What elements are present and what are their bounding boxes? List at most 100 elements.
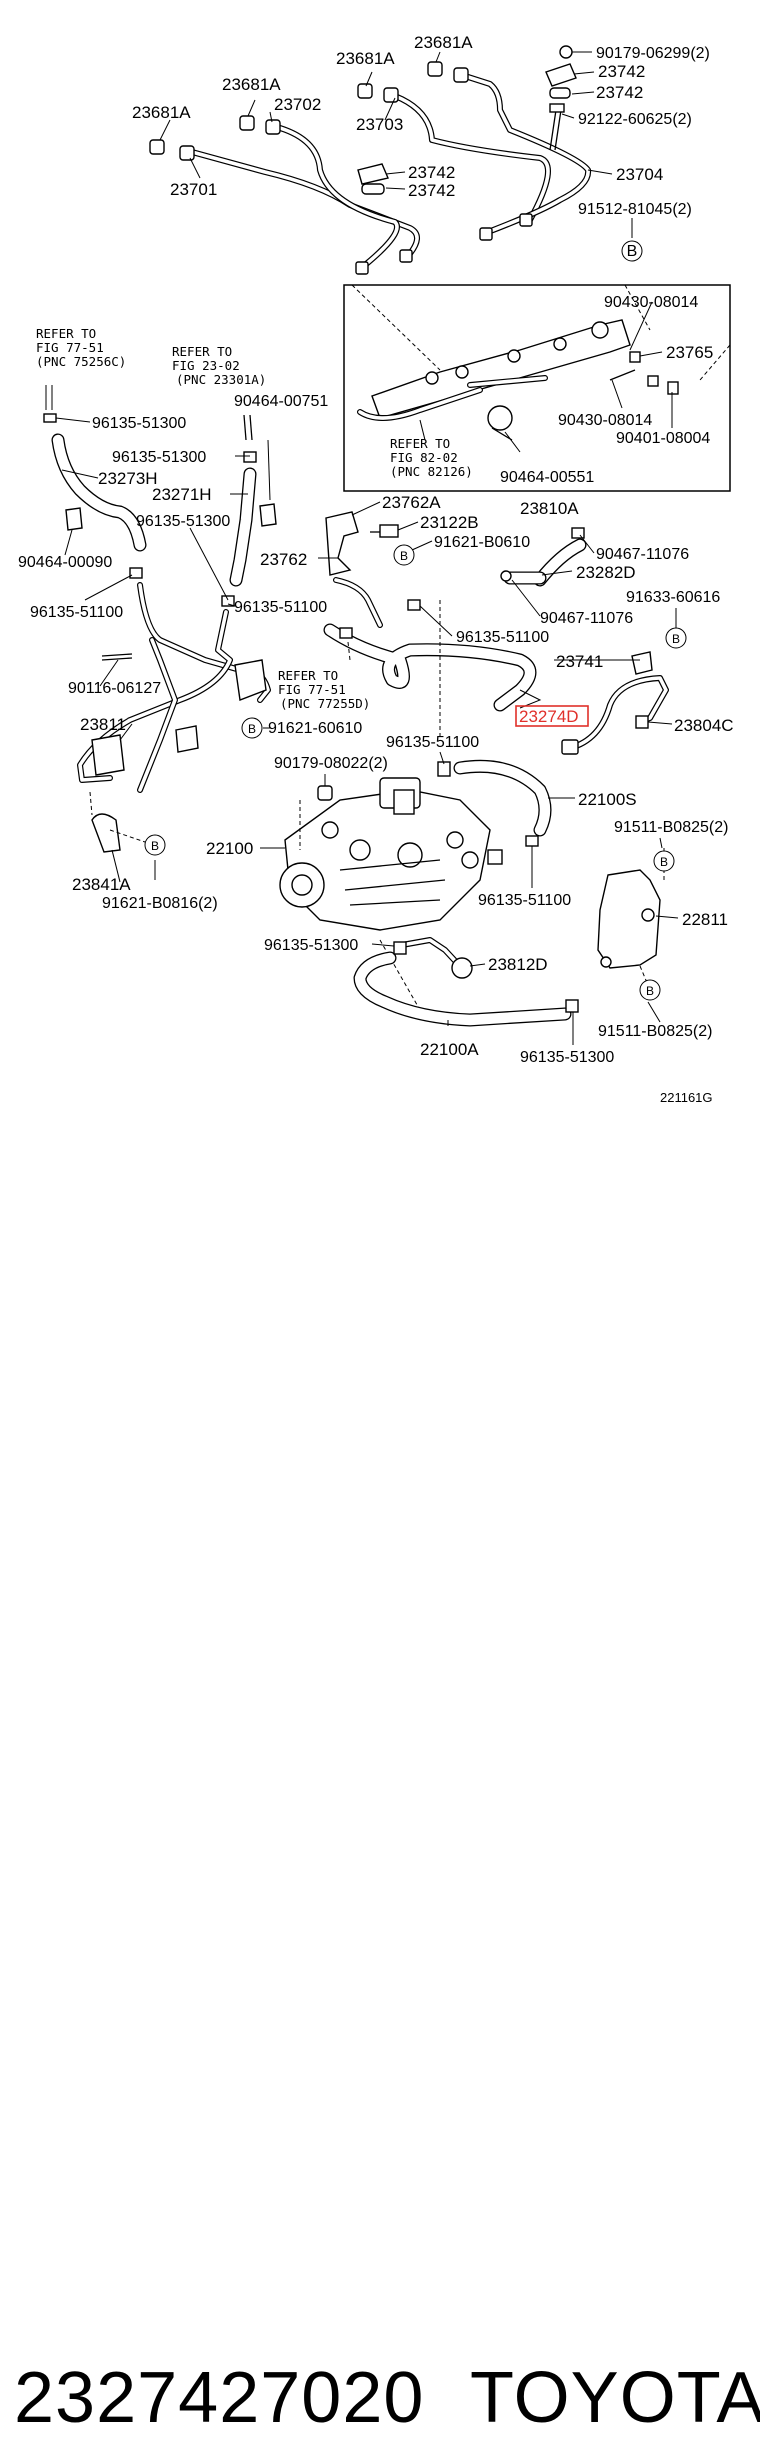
svg-text:B: B [646,984,654,998]
part-label: 23273H [98,469,158,488]
part-label: 96135-51100 [478,892,571,909]
part-label: 90430-08014 [558,412,652,429]
part-label: 96135-51300 [92,415,186,432]
part-label: 96135-51100 [234,599,327,616]
part-label: 23271H [152,485,212,504]
part-label: 91512-81045(2) [578,201,692,218]
part-label: 23741 [556,652,603,671]
part-label: 90464-00090 [18,554,112,571]
part-label: 22100 [206,839,253,858]
part-label: 23812D [488,955,548,974]
part-label: 23765 [666,343,713,362]
center-hoses [317,511,669,847]
pump-bracket [597,848,665,986]
part-label: 23704 [616,165,663,184]
svg-text:B: B [400,549,408,563]
refer-note-line: FIG 23-02 [172,358,240,373]
refer-note-line: (PNC 77255D) [280,696,370,711]
part-label: 23282D [576,563,636,582]
part-label: 23681A [132,103,191,122]
part-label: 90464-00751 [234,393,328,410]
svg-text:B: B [627,243,638,260]
part-label: 91633-60616 [626,589,720,606]
refer-note-line: FIG 77-51 [36,340,104,355]
part-label: 23762A [382,493,441,512]
refer-note-line: REFER TO [390,436,450,451]
part-label: 23742 [408,181,455,200]
part-label: 90179-06299(2) [596,45,710,62]
part-label: 90116-06127 [68,680,161,697]
part-label: 23681A [336,49,395,68]
refer-note-line: (PNC 75256C) [36,354,126,369]
refer-note-line: REFER TO [36,326,96,341]
diagram-code: 221161G [660,1090,713,1105]
brand-name: TOYOTA [470,2358,760,2438]
part-label: 23841A [72,875,131,894]
part-label: 23122B [420,513,479,532]
part-label: 90467-11076 [596,546,689,563]
svg-text:B: B [660,855,668,869]
part-label: 96135-51300 [520,1049,614,1066]
b-marker: B [241,717,263,739]
part-label: 22100S [578,790,637,809]
part-label: 96135-51300 [264,937,358,954]
part-label: 96135-51100 [30,604,123,621]
part-label: 90467-11076 [540,610,633,627]
part-label: 96135-51300 [136,513,230,530]
fuel-rail-box [343,284,731,492]
part-label: 90464-00551 [500,469,594,486]
refer-notes: REFER TO FIG 77-51 (PNC 75256C) REFER TO… [36,326,473,711]
refer-note-line: REFER TO [172,344,232,359]
part-label: 23742 [408,163,455,182]
b-marker: B [393,544,415,566]
part-label: 22811 [682,910,728,929]
refer-note-line: REFER TO [278,668,338,683]
b-marker: B [653,850,675,872]
part-label: 23762 [260,550,307,569]
part-label: 23804C [674,716,734,735]
part-label: 91511-B0825(2) [598,1023,712,1040]
refer-note-line: (PNC 82126) [390,464,473,479]
refer-note-line: FIG 82-02 [390,450,458,465]
return-hose [353,937,579,1027]
part-label: 23681A [414,33,473,52]
part-label: 92122-60625(2) [578,111,692,128]
part-label: 23810A [520,499,579,518]
part-label: 23811 [80,715,126,734]
part-label: 23703 [356,115,403,134]
svg-text:B: B [248,722,256,736]
part-label: 96135-51100 [456,629,549,646]
part-label: 91621-B0610 [434,534,530,551]
part-label: 23742 [598,62,645,81]
b-marker: B [639,979,661,1001]
part-label: 23702 [274,95,321,114]
highlighted-part-23274d: 23274D [515,705,589,727]
injection-pipes [189,73,592,268]
b-marker: B [621,240,643,262]
part-label: 22100A [420,1040,479,1059]
part-label: 23742 [596,83,643,102]
part-label: 90430-08014 [604,294,698,311]
part-label: 90179-08022(2) [274,755,388,772]
part-label: 91621-B0816(2) [102,895,218,912]
part-label: 91511-B0825(2) [614,819,728,836]
svg-text:B: B [151,839,159,853]
part-label: 96135-51100 [386,734,479,751]
b-marker: B [665,627,687,649]
part-label: 90401-08004 [616,430,710,447]
part-label: 23701 [170,180,217,199]
refer-note-line: (PNC 23301A) [176,372,266,387]
footer: 2327427020 TOYOTA [0,1170,760,2438]
b-marker: B [144,834,166,856]
part-labels: 23681A 23681A 23681A 23681A 23702 23703 … [18,33,734,1105]
svg-text:B: B [672,632,680,646]
parts-diagram: B B B B B B B REFER TO FIG 77-51 (PNC 75… [0,0,760,1140]
leader-lines [55,51,679,1045]
part-label: 91621-60610 [268,720,362,737]
part-label: 96135-51300 [112,449,206,466]
injection-pump [279,777,503,1011]
part-label: 23681A [222,75,281,94]
b-markers: B B B B B B B [144,240,687,1001]
pipe-fittings [149,45,577,275]
part-number: 2327427020 [14,2358,425,2438]
